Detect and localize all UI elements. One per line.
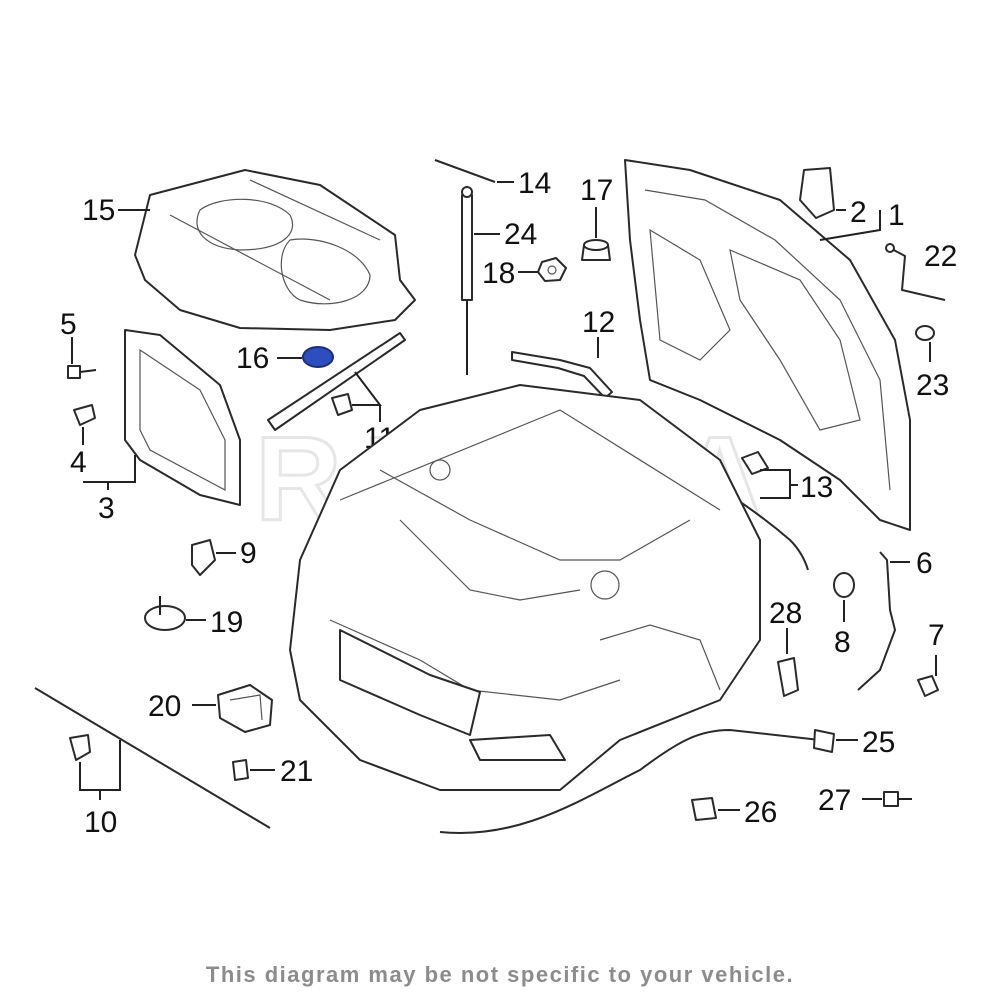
callout-10: 10 bbox=[84, 806, 117, 839]
callout-7: 7 bbox=[928, 619, 945, 652]
bumper-stop-part-8 bbox=[833, 572, 855, 598]
leader-1 bbox=[819, 210, 881, 241]
highlighted-clip-part-16 bbox=[302, 346, 334, 368]
clip-part-28 bbox=[777, 657, 799, 697]
grommet-part-17 bbox=[581, 239, 611, 261]
callout-13: 13 bbox=[800, 471, 833, 504]
callout-9: 9 bbox=[240, 537, 257, 570]
callout-24: 24 bbox=[504, 218, 537, 251]
hood-part-1 bbox=[624, 159, 911, 531]
callout-15: 15 bbox=[82, 194, 115, 227]
prop-rod-part-14 bbox=[434, 159, 496, 183]
leader-10 bbox=[79, 740, 121, 800]
callout-23: 23 bbox=[916, 369, 949, 402]
latch-part-20 bbox=[217, 684, 273, 733]
clip-part-4 bbox=[73, 404, 96, 426]
hood-seal-frame-part bbox=[124, 329, 241, 506]
bolt-part-27 bbox=[883, 791, 912, 807]
callout-4: 4 bbox=[70, 446, 87, 479]
pin-part-19 bbox=[144, 596, 186, 631]
callout-6: 6 bbox=[916, 547, 933, 580]
callout-14: 14 bbox=[518, 167, 551, 200]
hood-insulator-part bbox=[134, 169, 416, 331]
clip-part-26 bbox=[691, 797, 717, 821]
seal-part-11 bbox=[267, 332, 406, 431]
disclaimer-text: This diagram may be not specific to your… bbox=[205, 962, 795, 987]
callout-19: 19 bbox=[210, 606, 243, 639]
release-cable-part-25 bbox=[439, 729, 835, 834]
callout-2: 2 bbox=[850, 196, 867, 229]
callout-8: 8 bbox=[834, 626, 851, 659]
clip-part-21 bbox=[232, 759, 249, 781]
bracket-part-2 bbox=[799, 167, 835, 219]
leader-13 bbox=[760, 469, 798, 499]
callout-17: 17 bbox=[580, 174, 613, 207]
callout-25: 25 bbox=[862, 726, 895, 759]
leader-3 bbox=[83, 455, 136, 490]
rod-part-22 bbox=[885, 243, 946, 301]
callout-21: 21 bbox=[280, 755, 313, 788]
callout-1: 1 bbox=[888, 199, 905, 232]
weatherstrip-part-10 bbox=[34, 687, 271, 829]
callout-22: 22 bbox=[924, 240, 957, 273]
callout-5: 5 bbox=[60, 308, 77, 341]
leader-11 bbox=[352, 371, 383, 422]
gas-strut-part-24 bbox=[461, 186, 473, 375]
callout-27: 27 bbox=[818, 784, 851, 817]
grommet-part-23 bbox=[915, 325, 935, 341]
callout-20: 20 bbox=[148, 690, 181, 723]
rod-part-6 bbox=[857, 551, 896, 691]
callout-12: 12 bbox=[582, 306, 615, 339]
callout-3: 3 bbox=[98, 492, 115, 525]
clip-part-9 bbox=[191, 539, 216, 576]
vehicle-front-end bbox=[289, 384, 761, 791]
bolt-part-7 bbox=[917, 675, 939, 697]
callout-16: 16 bbox=[236, 342, 269, 375]
callout-18: 18 bbox=[482, 257, 515, 290]
bolt-part-5 bbox=[67, 365, 97, 379]
nut-part-18 bbox=[537, 257, 567, 282]
callout-28: 28 bbox=[769, 597, 802, 630]
callout-26: 26 bbox=[744, 796, 777, 829]
